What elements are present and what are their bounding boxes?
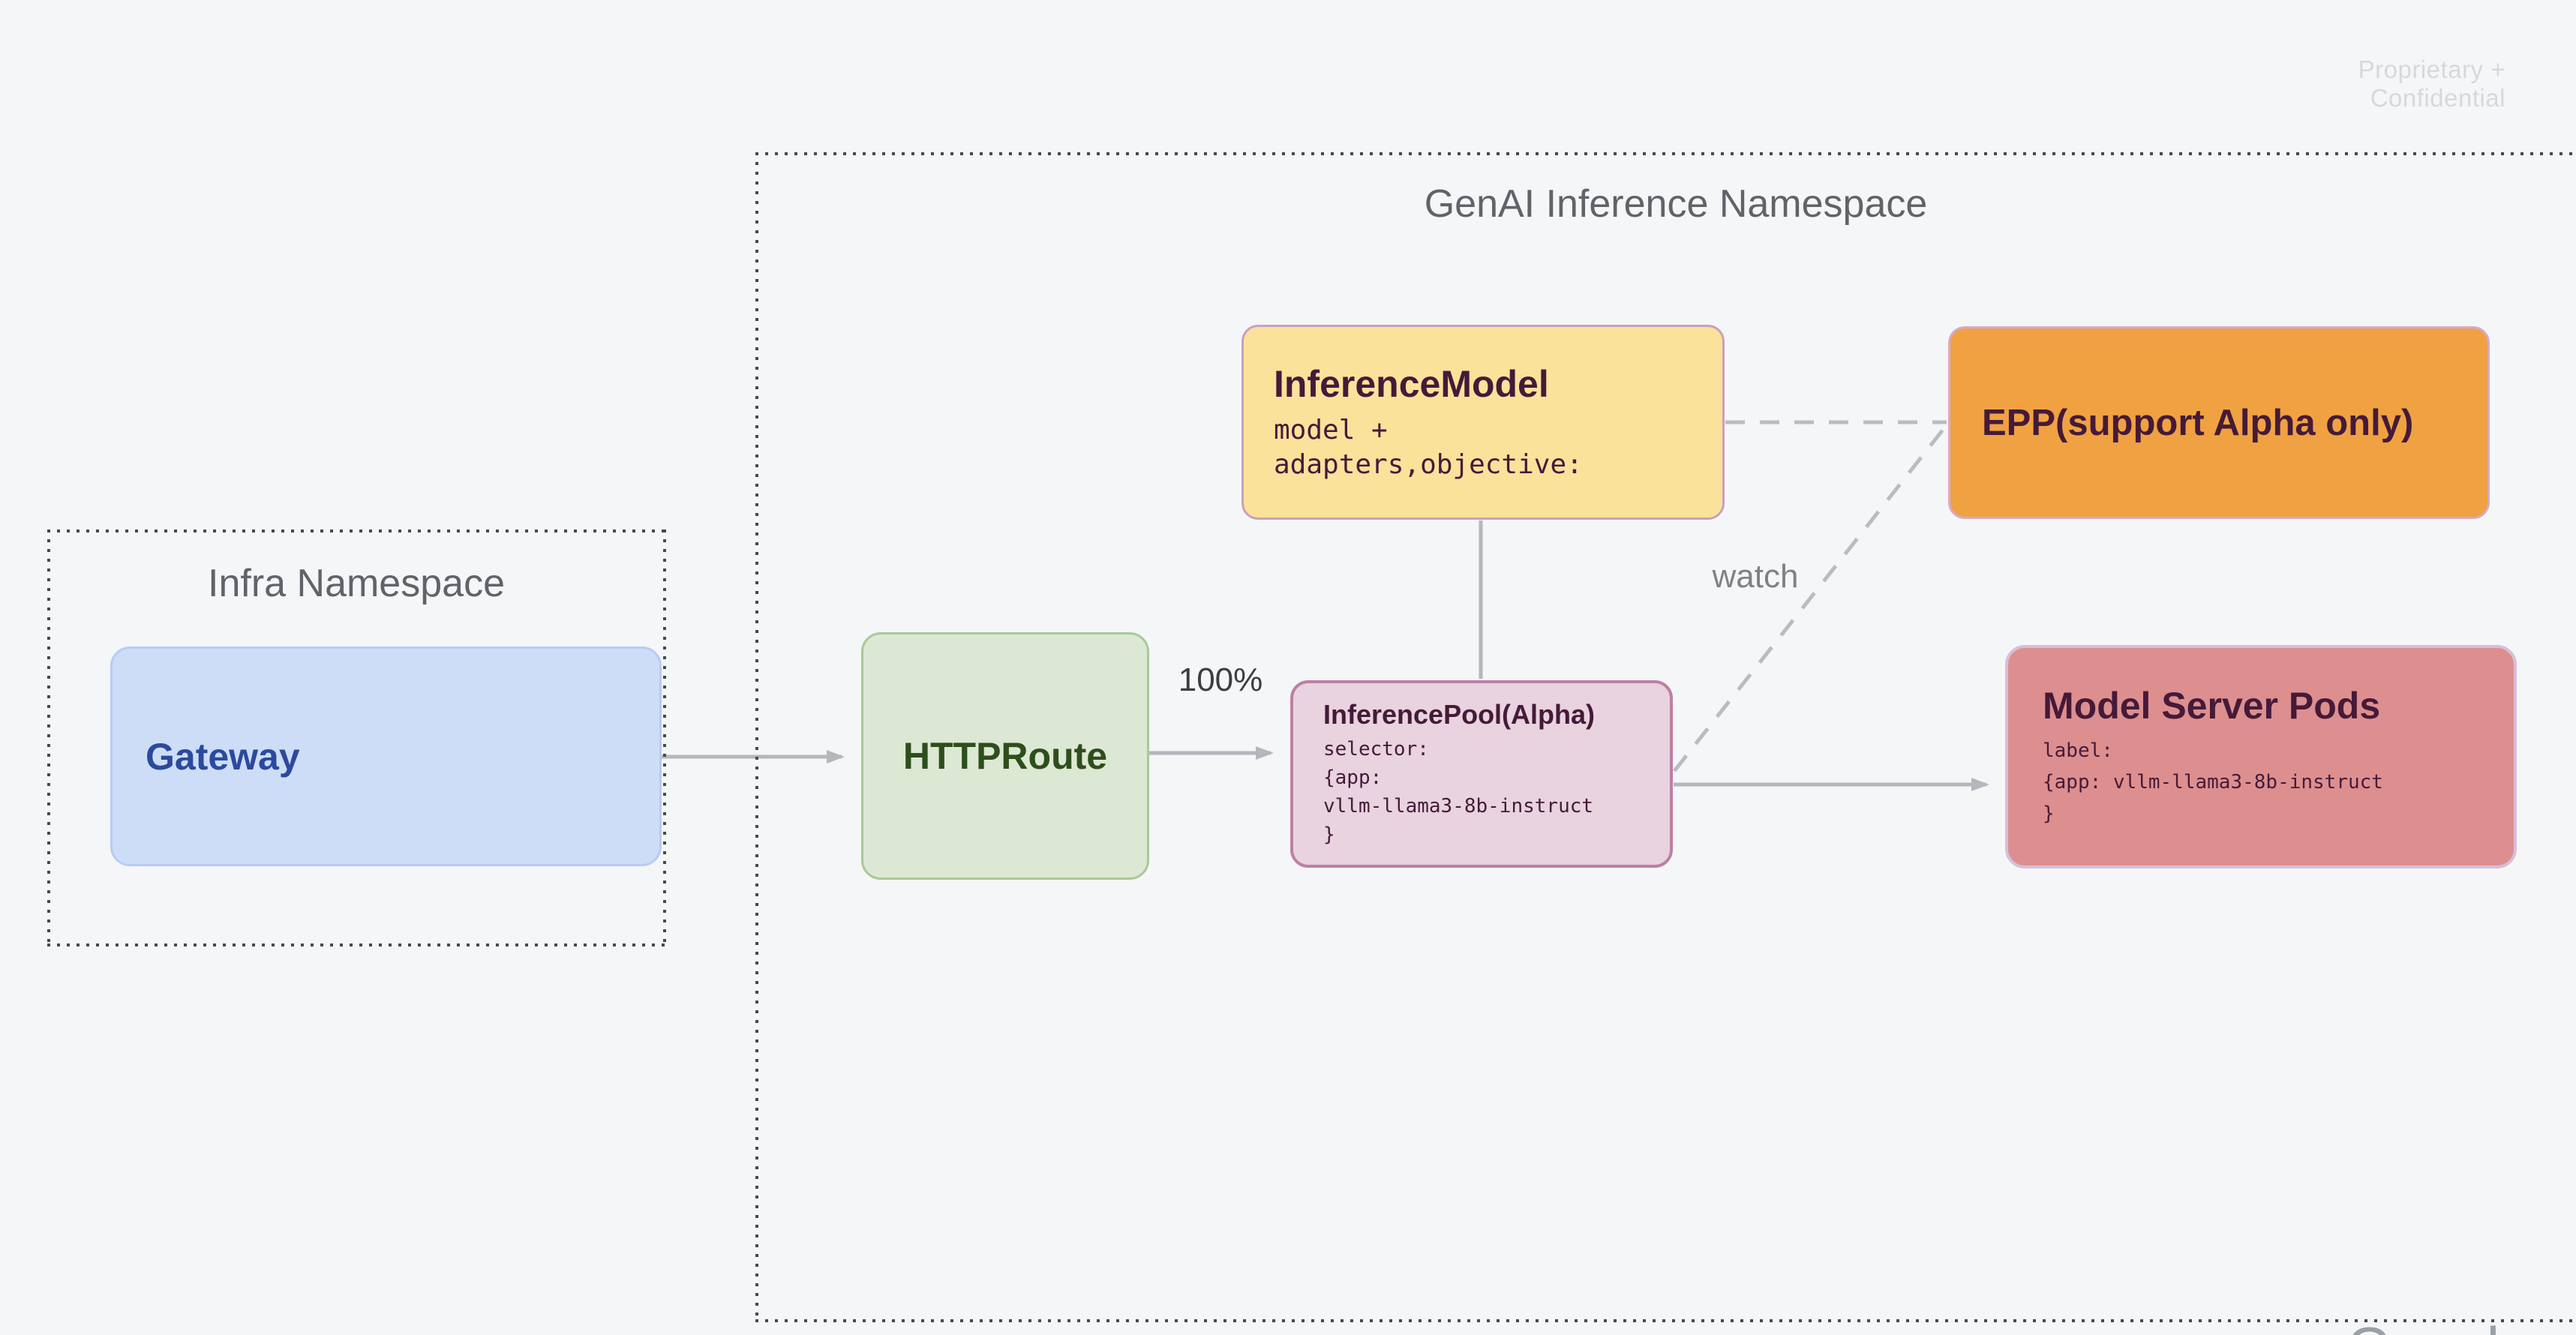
inference-model-node: InferenceModel model + adapters,objectiv… xyxy=(1241,325,1725,520)
watch-label: watch xyxy=(1712,558,1799,595)
inference-pool-node: InferencePool(Alpha) selector: {app: vll… xyxy=(1290,680,1673,868)
inference-pool-title: InferencePool(Alpha) xyxy=(1323,699,1596,730)
traffic-split-label: 100% xyxy=(1178,662,1263,698)
gateway-title: Gateway xyxy=(146,735,300,778)
genai-namespace-title: GenAI Inference Namespace xyxy=(1424,182,1928,226)
inference-model-title: InferenceModel xyxy=(1274,363,1549,405)
epp-title: EPP(support Alpha only) xyxy=(1982,402,2414,443)
inference-model-spec: model + adapters,objective: xyxy=(1274,415,1583,480)
infra-namespace-title: Infra Namespace xyxy=(208,562,505,605)
google-logo-partial: Google xyxy=(2346,1314,2532,1335)
watermark-text: Proprietary + Confidential xyxy=(2358,56,2505,112)
epp-node: EPP(support Alpha only) xyxy=(1948,326,2490,519)
model-server-pods-spec: label: {app: vllm-llama3-8b-instruct } xyxy=(2043,740,2383,825)
model-server-pods-title: Model Server Pods xyxy=(2043,685,2381,727)
httproute-node: HTTPRoute xyxy=(861,632,1149,880)
model-server-pods-node: Model Server Pods label: {app: vllm-llam… xyxy=(2005,645,2517,868)
httproute-title: HTTPRoute xyxy=(902,735,1108,777)
gateway-node: Gateway xyxy=(110,646,662,866)
inference-pool-spec: selector: {app: vllm-llama3-8b-instruct … xyxy=(1323,738,1594,846)
